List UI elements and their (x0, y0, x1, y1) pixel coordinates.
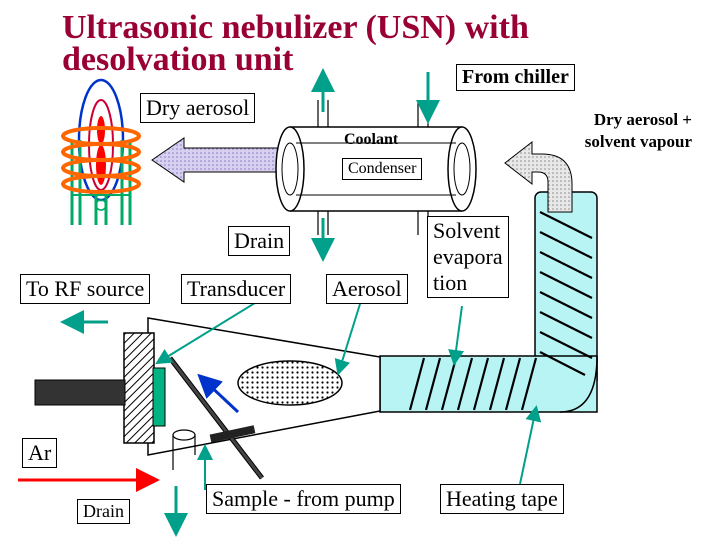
plasma-torch (70, 78, 132, 225)
dry-aerosol-arrow (151, 137, 296, 183)
solvent-evaporation-line-3: tion (433, 270, 468, 295)
to-rf-source-label: To RF source (20, 274, 151, 304)
dry-aerosol-vapour-arrow (504, 140, 573, 213)
dry-aerosol-vapour-label-2: solvent vapour (584, 132, 692, 151)
heating-tape-label: Heating tape (440, 484, 564, 514)
drain-upper-label: Drain (228, 226, 291, 256)
transducer-label: Transducer (181, 274, 292, 304)
drain-lower-label: Drain (77, 499, 130, 524)
ar-label: Ar (22, 438, 58, 468)
solvent-evaporation-line-2: evapora (433, 244, 503, 269)
condenser-label: Condenser (342, 158, 423, 180)
nebulizer-chamber (147, 317, 381, 456)
aerosol-label: Aerosol (326, 274, 408, 304)
flow-arrows (18, 68, 542, 537)
from-chiller-label: From chiller (456, 64, 575, 91)
rf-coil (61, 126, 141, 194)
solvent-evaporation-label: Solvent evapora tion (427, 216, 509, 298)
solvent-evaporation-line-1: Solvent (433, 218, 501, 243)
dry-aerosol-vapour-label-1: Dry aerosol + (593, 110, 692, 129)
coolant-label: Coolant (344, 131, 399, 148)
page-title-line-2: desolvation unit (62, 41, 294, 78)
sample-from-pump-label: Sample - from pump (206, 484, 401, 514)
heating-tape (408, 211, 593, 411)
dry-aerosol-label: Dry aerosol (140, 93, 256, 123)
transducer (34, 332, 166, 444)
page-title-line-1: Ultrasonic nebulizer (USN) with (62, 9, 529, 46)
sample-tube (168, 356, 264, 480)
